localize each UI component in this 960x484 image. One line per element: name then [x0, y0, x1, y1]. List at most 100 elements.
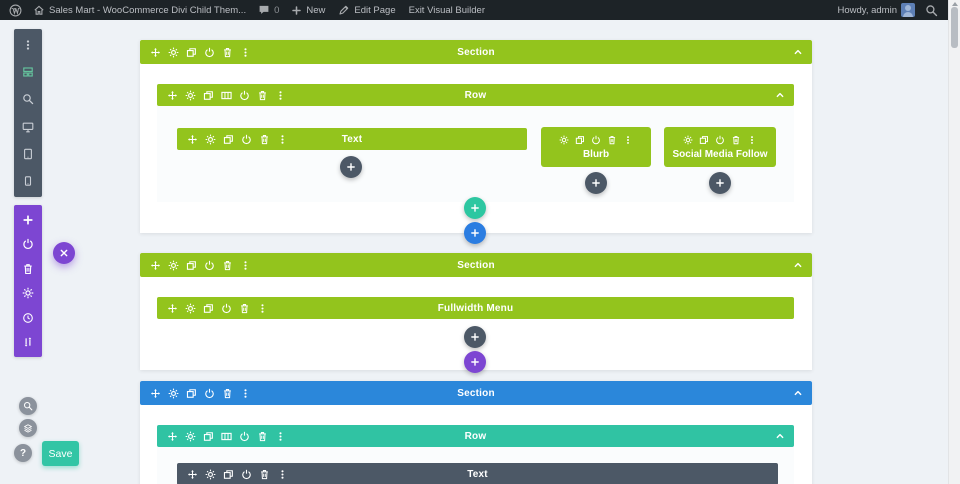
edit-page-menu[interactable]: Edit Page [338, 4, 396, 16]
section-2-toolbar[interactable]: Section [140, 253, 812, 277]
row-2-toolbar[interactable]: Row [157, 425, 794, 447]
desktop-view-icon[interactable] [21, 120, 35, 134]
column-layout-icon[interactable] [221, 431, 232, 442]
move-icon[interactable] [150, 388, 161, 399]
duplicate-icon[interactable] [699, 135, 709, 145]
duplicate-icon[interactable] [186, 388, 197, 399]
delete-icon[interactable] [731, 135, 741, 145]
disable-icon[interactable] [21, 237, 35, 251]
duplicate-icon[interactable] [223, 469, 234, 480]
scrollbar-thumb[interactable] [951, 7, 958, 48]
account-menu[interactable]: Howdy, admin [838, 3, 915, 17]
settings-gear-icon[interactable] [185, 431, 196, 442]
settings-gear-icon[interactable] [559, 135, 569, 145]
disable-icon[interactable] [715, 135, 725, 145]
save-button[interactable]: Save [42, 441, 79, 466]
disable-icon[interactable] [239, 431, 250, 442]
disable-icon[interactable] [241, 134, 252, 145]
delete-icon[interactable] [21, 262, 35, 276]
add-module-button[interactable] [709, 172, 731, 194]
delete-icon[interactable] [222, 388, 233, 399]
kebab-menu-icon[interactable] [277, 134, 288, 145]
zoom-view-icon[interactable] [21, 92, 35, 106]
zoom-out-button[interactable] [19, 397, 37, 415]
delete-icon[interactable] [257, 90, 268, 101]
delete-icon[interactable] [239, 303, 250, 314]
add-row-button[interactable] [464, 197, 486, 219]
disable-icon[interactable] [204, 47, 215, 58]
kebab-menu-icon[interactable] [240, 388, 251, 399]
comments-menu[interactable]: 0 [258, 4, 279, 16]
exit-visual-builder-menu[interactable]: Exit Visual Builder [409, 5, 485, 16]
row-1-toolbar[interactable]: Row [157, 84, 794, 106]
move-icon[interactable] [150, 47, 161, 58]
disable-icon[interactable] [221, 303, 232, 314]
delete-icon[interactable] [259, 134, 270, 145]
text-module-toolbar[interactable]: Text [177, 128, 527, 150]
move-icon[interactable] [187, 469, 198, 480]
close-toolbar-button[interactable] [53, 242, 75, 264]
kebab-menu-icon[interactable] [240, 260, 251, 271]
tablet-view-icon[interactable] [21, 147, 35, 161]
disable-icon[interactable] [241, 469, 252, 480]
delete-icon[interactable] [257, 431, 268, 442]
collapse-chevron-icon[interactable] [775, 431, 785, 441]
kebab-menu-icon[interactable] [257, 303, 268, 314]
kebab-menu-icon[interactable] [747, 135, 757, 145]
delete-icon[interactable] [259, 469, 270, 480]
delete-icon[interactable] [607, 135, 617, 145]
add-module-button[interactable] [464, 326, 486, 348]
section-1-toolbar[interactable]: Section [140, 40, 812, 64]
settings-gear-icon[interactable] [683, 135, 693, 145]
kebab-menu-icon[interactable] [275, 431, 286, 442]
add-section-button[interactable] [464, 351, 486, 373]
fullwidth-menu-module-toolbar[interactable]: Fullwidth Menu [157, 297, 794, 319]
history-clock-icon[interactable] [21, 311, 35, 325]
kebab-menu-icon[interactable] [275, 90, 286, 101]
text-module-2-toolbar[interactable]: Text [177, 463, 778, 484]
settings-gear-icon[interactable] [168, 388, 179, 399]
add-module-button[interactable] [585, 172, 607, 194]
settings-gear-icon[interactable] [205, 134, 216, 145]
page-scrollbar[interactable] [948, 0, 960, 484]
move-icon[interactable] [167, 90, 178, 101]
duplicate-icon[interactable] [223, 134, 234, 145]
settings-gear-icon[interactable] [185, 303, 196, 314]
disable-icon[interactable] [239, 90, 250, 101]
disable-icon[interactable] [204, 388, 215, 399]
wireframe-view-icon[interactable] [21, 65, 35, 79]
collapse-chevron-icon[interactable] [793, 47, 803, 57]
move-icon[interactable] [167, 303, 178, 314]
move-icon[interactable] [167, 431, 178, 442]
blurb-module-card[interactable]: Blurb [541, 127, 651, 167]
kebab-menu-icon[interactable] [623, 135, 633, 145]
add-section-button[interactable] [464, 222, 486, 244]
kebab-menu-icon[interactable] [240, 47, 251, 58]
duplicate-icon[interactable] [575, 135, 585, 145]
help-button[interactable]: ? [14, 444, 32, 462]
portability-updown-icon[interactable] [21, 335, 35, 349]
settings-gear-icon[interactable] [21, 286, 35, 300]
social-media-follow-module-card[interactable]: Social Media Follow [664, 127, 776, 167]
settings-gear-icon[interactable] [168, 260, 179, 271]
settings-gear-icon[interactable] [185, 90, 196, 101]
new-content-menu[interactable]: New [291, 5, 325, 16]
delete-icon[interactable] [222, 47, 233, 58]
collapse-chevron-icon[interactable] [793, 260, 803, 270]
site-menu[interactable]: Sales Mart - WooCommerce Divi Child Them… [33, 4, 246, 16]
phone-view-icon[interactable] [21, 174, 35, 188]
move-icon[interactable] [150, 260, 161, 271]
settings-gear-icon[interactable] [205, 469, 216, 480]
add-icon[interactable] [21, 213, 35, 227]
collapse-chevron-icon[interactable] [793, 388, 803, 398]
collapse-chevron-icon[interactable] [775, 90, 785, 100]
duplicate-icon[interactable] [186, 47, 197, 58]
duplicate-icon[interactable] [186, 260, 197, 271]
disable-icon[interactable] [204, 260, 215, 271]
wordpress-logo-menu[interactable] [9, 4, 22, 17]
duplicate-icon[interactable] [203, 431, 214, 442]
settings-gear-icon[interactable] [168, 47, 179, 58]
add-module-button[interactable] [340, 156, 362, 178]
scrollbar-up-arrow[interactable] [952, 2, 958, 6]
delete-icon[interactable] [222, 260, 233, 271]
